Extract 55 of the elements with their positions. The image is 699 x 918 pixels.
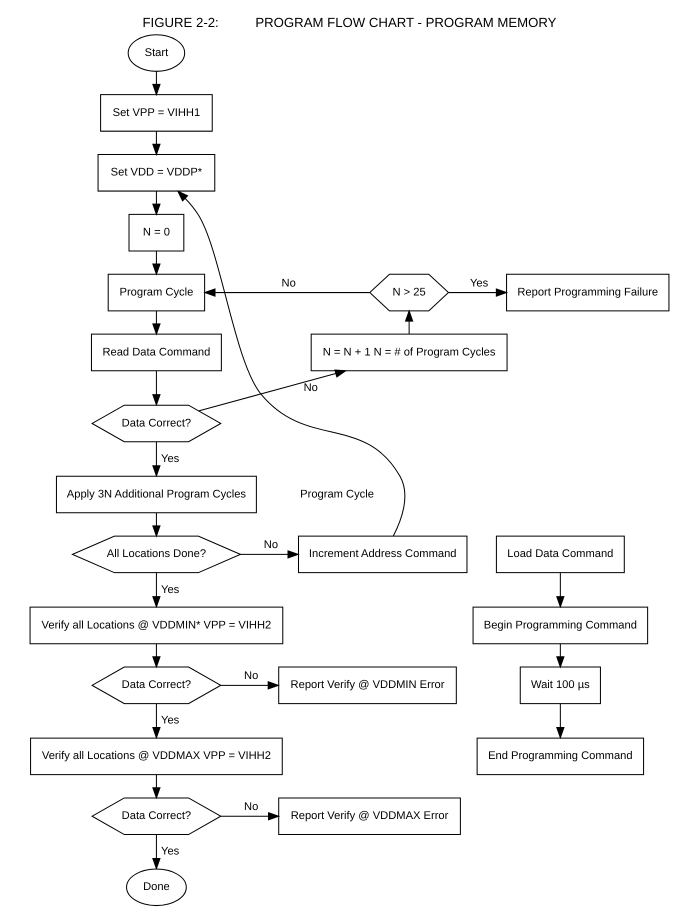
node-box: Apply 3N Additional Program Cycles	[56, 476, 257, 514]
arrow	[152, 370, 161, 406]
node-box: Verify all Locations @ VDDMAX VPP = VIHH2	[30, 738, 283, 776]
arrow	[448, 288, 508, 297]
node-ellipse: Start	[128, 34, 186, 72]
node-box: Report Verify @ VDDMAX Error	[278, 797, 461, 836]
arrow	[152, 834, 161, 870]
arrow	[152, 774, 161, 800]
node-box: Set VPP = VIHH1	[100, 94, 213, 132]
diagram-title: FIGURE 2-2: PROGRAM FLOW CHART - PROGRAM MEMORY	[142, 15, 556, 30]
node-box: N = N + 1 N = # of Program Cycles	[310, 334, 508, 372]
node-box: Read Data Command	[90, 334, 222, 372]
edge-label: Yes	[161, 584, 180, 596]
arrow	[152, 191, 161, 216]
edge-label: Yes	[161, 452, 180, 465]
arrow	[152, 71, 161, 96]
node-box: Set VDD = VDDP*	[98, 154, 216, 192]
node-box: Wait 100 µs	[520, 666, 601, 704]
node-box: Report Verify @ VDDMIN Error	[278, 666, 457, 704]
edge-label: No	[282, 277, 296, 290]
edge-label: No	[244, 670, 258, 682]
arrow	[176, 190, 406, 536]
arrow	[198, 369, 348, 412]
arrow	[556, 572, 565, 608]
arrow	[152, 310, 161, 336]
arrow	[220, 812, 280, 821]
arrow	[152, 644, 161, 668]
arrow	[152, 572, 161, 608]
arrow	[203, 288, 370, 297]
arrow	[152, 251, 161, 276]
node-box: Report Programming Failure	[506, 274, 670, 312]
node-box: N = 0	[128, 214, 184, 252]
arrow	[556, 704, 565, 740]
arrow	[404, 309, 414, 334]
arrow	[152, 131, 161, 156]
node-box: End Programming Command	[476, 738, 644, 776]
arrow	[556, 644, 565, 668]
edge-label: Yes	[161, 846, 180, 858]
node-box: Increment Address Command	[298, 536, 468, 574]
node-box: Load Data Command	[496, 536, 625, 574]
arrow	[152, 704, 161, 740]
edge-label: Yes	[470, 277, 488, 290]
arrow	[240, 550, 300, 559]
edge-label: No	[264, 539, 278, 552]
label: Program Cycle	[300, 488, 374, 500]
edge-label: No	[244, 800, 258, 813]
node-box: Program Cycle	[108, 274, 206, 312]
node-box: Verify all Locations @ VDDMIN* VPP = VIHH2	[30, 606, 284, 644]
edge-label: No	[304, 382, 318, 394]
arrow	[220, 681, 280, 690]
arrow	[152, 442, 161, 478]
node-ellipse: Done	[126, 868, 187, 906]
edge-label: Yes	[161, 714, 180, 727]
node-box: Begin Programming Command	[472, 606, 648, 644]
arrow	[152, 512, 161, 538]
